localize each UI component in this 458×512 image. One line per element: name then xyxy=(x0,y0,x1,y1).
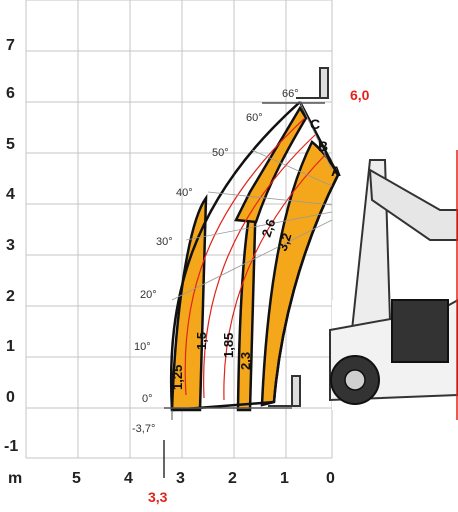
angle-rays xyxy=(171,101,333,301)
y-label: -1 xyxy=(4,438,18,455)
zone-1-85 xyxy=(236,188,258,412)
red-arc-2 xyxy=(203,134,316,399)
fork-bottom-icon xyxy=(268,375,301,407)
x-label: m xyxy=(8,470,22,487)
x-label: 5 xyxy=(72,470,81,487)
angle-labels: 66° 60° 50° 40° 30° 20° 10° 0° -3,7° xyxy=(132,88,299,435)
y-label: 4 xyxy=(6,186,15,203)
y-label: 3 xyxy=(6,237,15,254)
y-label: 1 xyxy=(6,338,15,355)
capacity-label: 3,2 xyxy=(275,231,295,253)
envelope-inner xyxy=(272,174,340,403)
capacity-label: 1,25 xyxy=(170,365,185,390)
angle-label: 20° xyxy=(140,289,157,301)
y-axis: 7 6 5 4 3 2 1 0 -1 xyxy=(4,37,18,455)
boom-label-a: A xyxy=(331,163,341,179)
angle-label: 50° xyxy=(212,147,229,159)
x-label: 4 xyxy=(124,470,133,487)
red-arc-3 xyxy=(223,154,326,401)
x-axis: m 5 4 3 2 1 0 xyxy=(8,470,335,487)
boom-label-b: B xyxy=(318,138,328,154)
red-arcs xyxy=(184,117,326,401)
x-label: 0 xyxy=(326,470,335,487)
angle-label: 60° xyxy=(246,112,263,124)
angle-label: 40° xyxy=(176,187,193,199)
y-label: 2 xyxy=(6,288,15,305)
angle-label: 66° xyxy=(282,88,299,100)
x-label: 1 xyxy=(280,470,289,487)
capacity-label: 2,6 xyxy=(259,217,279,239)
fork-top-icon xyxy=(296,67,329,99)
telehandler-icon xyxy=(329,150,458,420)
boom-labels: A B C xyxy=(310,116,341,179)
capacity-labels: 1,25 1,5 1,85 2,3 2,6 3,2 xyxy=(170,217,294,390)
angle-label: 10° xyxy=(134,341,151,353)
angle-label: 30° xyxy=(156,236,173,248)
max-height-value: 6,0 xyxy=(350,87,370,103)
envelope-outer xyxy=(169,101,301,411)
max-reach-value: 3,3 xyxy=(148,489,168,505)
x-label: 2 xyxy=(228,470,237,487)
y-label: 7 xyxy=(6,37,15,54)
capacity-label: 1,5 xyxy=(194,332,209,350)
red-arc-1 xyxy=(184,117,306,396)
zone-1-25 xyxy=(170,193,208,412)
x-label: 3 xyxy=(176,470,185,487)
angle-label: -3,7° xyxy=(132,423,155,435)
y-label: 6 xyxy=(6,85,15,102)
zone-upper xyxy=(234,105,308,224)
angle-label: 0° xyxy=(142,393,153,405)
envelope-top xyxy=(298,101,340,176)
boom-label-c: C xyxy=(310,116,320,132)
capacity-label: 2,3 xyxy=(238,352,253,370)
y-label: 5 xyxy=(6,136,15,153)
capacity-label: 1,85 xyxy=(221,333,236,358)
y-label: 0 xyxy=(6,389,15,406)
